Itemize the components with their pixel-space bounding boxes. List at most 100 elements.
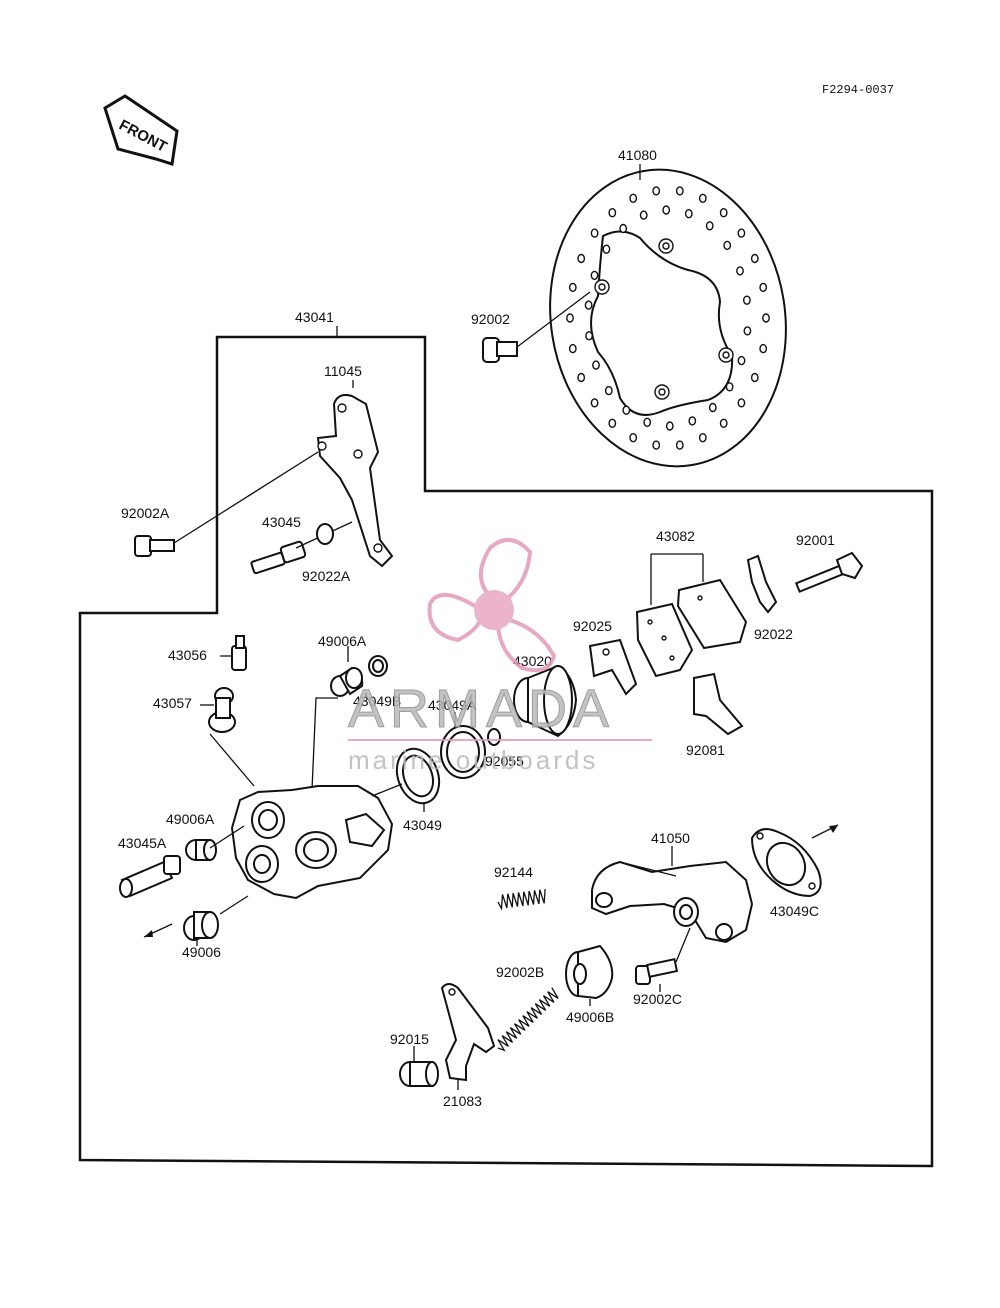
disc-vent-hole (592, 360, 600, 370)
lever-21083 (440, 983, 496, 1090)
part-label-92022A: 92022A (302, 568, 351, 584)
disc-vent-hole (643, 417, 652, 427)
direction-arrow-left-icon (143, 923, 173, 938)
part-label-11045: 11045 (324, 363, 362, 379)
part-label-43045: 43045 (262, 514, 301, 530)
disc-vent-hole (590, 398, 599, 408)
part-label-43020: 43020 (513, 653, 552, 669)
disc-vent-hole (750, 253, 759, 264)
seal-43049 (395, 747, 441, 812)
part-label-92055: 92055 (485, 753, 524, 769)
disc-vent-hole (608, 418, 617, 428)
bolt-92002C (635, 927, 691, 992)
part-label-49006B: 49006B (566, 1009, 614, 1025)
part-label-43049A: 43049A (428, 697, 477, 713)
disc-vent-hole (584, 300, 593, 310)
part-label-92002: 92002 (471, 311, 510, 327)
propeller-logo-icon (427, 538, 557, 673)
pin-43045A (119, 855, 181, 898)
disc-vent-hole (608, 207, 617, 218)
part-label-43049: 43049 (403, 817, 442, 833)
disc-vent-hole (590, 270, 599, 281)
part-label-43082: 43082 (656, 528, 695, 544)
bolt-92002A (134, 451, 319, 557)
disc-vent-hole (675, 186, 684, 196)
diagram-code: F2294-0037 (822, 83, 894, 97)
part-label-92025: 92025 (573, 618, 612, 634)
brake-disc-drawing (549, 168, 787, 468)
caliper-bracket-11045 (316, 380, 394, 568)
part-label-92001: 92001 (796, 532, 835, 548)
disc-vent-hole (675, 440, 684, 450)
pin-bolt-92001 (794, 551, 864, 593)
part-label-92002C: 92002C (633, 991, 682, 1007)
part-label-43057: 43057 (153, 695, 192, 711)
disc-vent-hole (652, 440, 661, 450)
disc-vent-hole (662, 205, 671, 215)
gasket-43049C (750, 828, 822, 898)
disc-vent-hole (577, 253, 586, 264)
disc-vent-hole (639, 210, 648, 220)
direction-arrow-right-icon (811, 824, 839, 839)
disc-vent-hole (698, 433, 707, 443)
part-label-43056: 43056 (168, 647, 207, 663)
disc-vent-hole (705, 221, 714, 231)
disc-vent-hole (619, 223, 628, 234)
pad-spring-92025 (588, 638, 638, 696)
part-label-92015: 92015 (390, 1031, 429, 1047)
part-label-43049B: 43049B (353, 693, 401, 709)
disc-vent-hole (708, 402, 717, 413)
part-label-43041: 43041 (295, 309, 334, 325)
piston-43020 (513, 664, 578, 738)
part-label-49006A-left: 49006A (166, 811, 215, 827)
disc-vent-hole (737, 355, 746, 366)
disc-vent-hole (698, 193, 707, 204)
disc-vent-hole (585, 331, 593, 341)
caliper-body (230, 783, 403, 900)
part-label-43045A: 43045A (118, 835, 167, 851)
part-label-92144: 92144 (494, 864, 533, 880)
disc-vent-hole (743, 295, 751, 305)
front-arrow-icon: FRONT (103, 94, 179, 166)
watermark-title: ARMADA (348, 679, 615, 739)
nut-92015 (399, 1046, 439, 1087)
disc-vent-hole (604, 385, 613, 396)
disc-vent-hole (590, 228, 599, 238)
disc-vent-hole (719, 418, 728, 428)
disc-vent-hole (759, 282, 768, 293)
disc-vent-hole (743, 326, 752, 336)
disc-vent-hole (652, 186, 661, 196)
spring-92144 (497, 889, 546, 911)
disc-vent-hole (719, 207, 728, 218)
part-label-49006: 49006 (182, 944, 221, 960)
part-label-92022: 92022 (754, 626, 793, 642)
part-label-41080: 41080 (618, 147, 657, 163)
disc-vent-hole (737, 228, 746, 238)
bleeder-cap-43057 (200, 687, 255, 787)
disc-vent-hole (577, 372, 586, 383)
part-label-43049C: 43049C (770, 903, 819, 919)
clip-92022 (746, 554, 778, 614)
disc-vent-hole (665, 421, 674, 431)
disc-vent-hole (725, 382, 734, 392)
disc-vent-hole (736, 266, 744, 276)
boot-49006A-top (311, 646, 388, 791)
roller-49006B (565, 944, 614, 1006)
disc-vent-hole (762, 313, 770, 323)
disc-vent-hole (750, 372, 759, 383)
disc-vent-hole (759, 343, 768, 354)
spring-92002B (497, 987, 559, 1052)
disc-bolt-92002 (482, 291, 591, 363)
part-label-92081: 92081 (686, 742, 725, 758)
disc-vent-hole (622, 405, 631, 415)
disc-vent-hole (629, 433, 638, 443)
disc-vent-hole (566, 313, 574, 323)
disc-vent-hole (568, 282, 577, 293)
assembly-group-outline (78, 335, 934, 1168)
watermark-subtitle: marine outboards (348, 745, 598, 775)
disc-vent-hole (568, 343, 577, 354)
brake-pads-43082 (635, 553, 748, 678)
disc-vent-hole (602, 244, 611, 254)
disc-vent-hole (723, 240, 732, 251)
